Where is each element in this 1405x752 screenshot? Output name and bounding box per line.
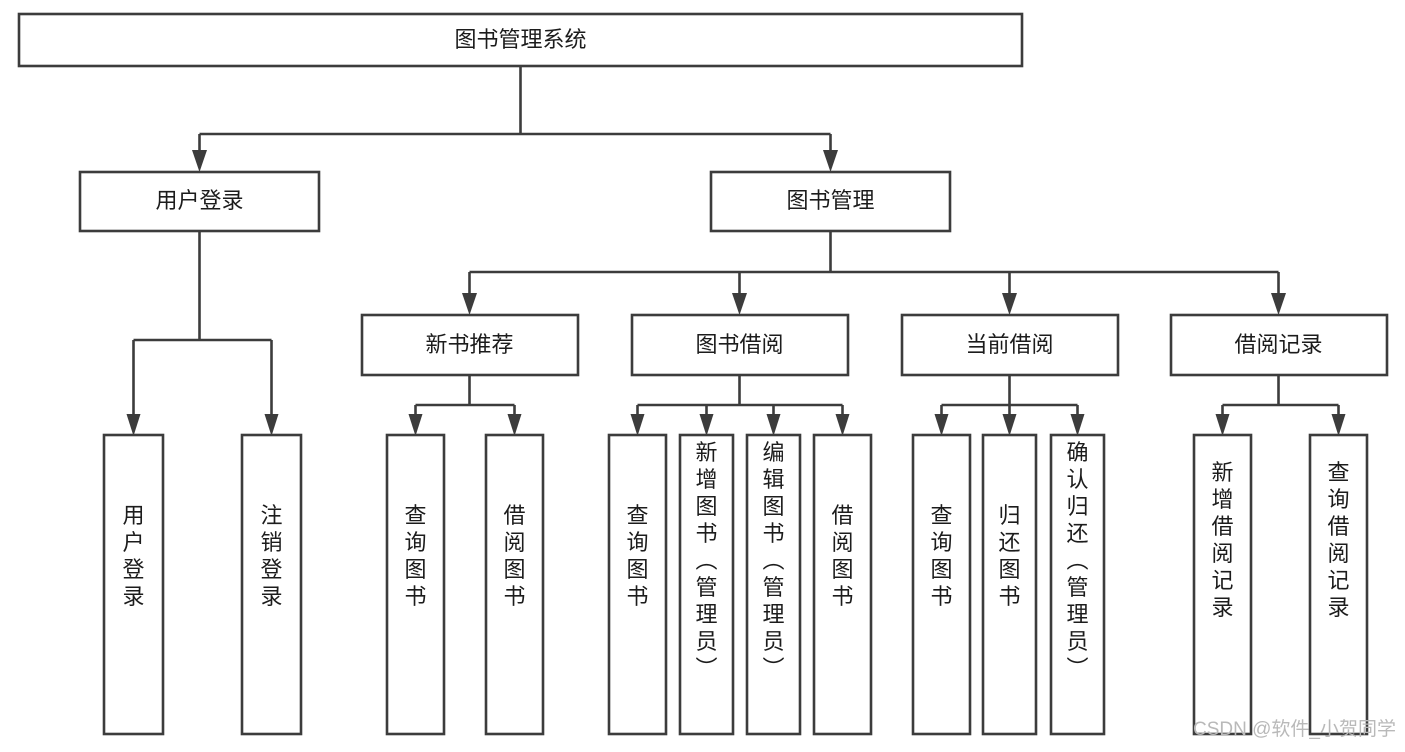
arrowhead-leaf-query-record <box>1331 414 1346 436</box>
node-leaf-user-login[interactable]: 用户登录 <box>102 433 165 736</box>
arrowhead-current-borrow <box>1002 293 1017 315</box>
arrowhead-leaf-return-book <box>1002 414 1017 436</box>
node-root-label: 图书管理系统 <box>454 27 586 52</box>
arrowhead-leaf-confirm-return <box>1070 414 1085 436</box>
arrowhead-leaf-borrow-book-2 <box>835 414 850 436</box>
node-book-manage-box[interactable] <box>709 170 952 233</box>
arrowhead-book-manage <box>823 150 838 172</box>
arrowhead-leaf-user-login <box>126 414 141 436</box>
node-root[interactable]: 图书管理系统 <box>17 12 1024 68</box>
arrowhead-book-borrow <box>732 293 747 315</box>
node-book-borrow-box[interactable] <box>630 313 850 377</box>
arrowhead-leaf-add-book <box>699 414 714 436</box>
node-leaf-borrow-book-1[interactable]: 借阅图书 <box>484 433 545 736</box>
arrowhead-leaf-add-record <box>1215 414 1230 436</box>
node-borrow-record-box[interactable] <box>1169 313 1389 377</box>
csdn-watermark: CSDN @软件_小贺同学 <box>1193 718 1396 740</box>
node-leaf-confirm-return-box[interactable] <box>1049 433 1106 736</box>
node-new-book-recommend[interactable]: 新书推荐 <box>360 313 580 377</box>
node-root-box[interactable] <box>17 12 1024 68</box>
arrowhead-leaf-user-logout <box>264 414 279 436</box>
node-leaf-borrow-book-2-box[interactable] <box>812 433 873 736</box>
node-leaf-query-record-box[interactable] <box>1308 433 1369 736</box>
node-leaf-query-book-3-label: 查询图书 <box>930 503 952 609</box>
node-user-login[interactable]: 用户登录 <box>78 170 321 233</box>
connector-layer <box>126 66 1346 436</box>
node-leaf-borrow-book-1-label: 借阅图书 <box>503 503 525 609</box>
arrowhead-leaf-edit-book <box>766 414 781 436</box>
node-current-borrow-label: 当前借阅 <box>965 332 1053 357</box>
node-leaf-add-record-box[interactable] <box>1192 433 1253 736</box>
arrowhead-leaf-query-book-1 <box>408 414 423 436</box>
node-leaf-query-book-2-box[interactable] <box>607 433 668 736</box>
node-leaf-confirm-return-label: 确认归还︵管理员︶ <box>1066 440 1088 681</box>
node-leaf-query-book-1-box[interactable] <box>385 433 446 736</box>
node-leaf-add-book[interactable]: 新增图书︵管理员︶ <box>678 433 735 736</box>
node-leaf-return-book-box[interactable] <box>981 433 1038 736</box>
node-leaf-query-book-3[interactable]: 查询图书 <box>911 433 972 736</box>
arrowhead-leaf-query-book-2 <box>630 414 645 436</box>
arrowhead-leaf-query-book-3 <box>934 414 949 436</box>
node-leaf-edit-book-box[interactable] <box>745 433 802 736</box>
node-leaf-return-book[interactable]: 归还图书 <box>981 433 1038 736</box>
node-leaf-query-record-label: 查询借阅记录 <box>1327 460 1349 620</box>
node-current-borrow-box[interactable] <box>900 313 1120 377</box>
node-book-manage-label: 图书管理 <box>786 188 874 213</box>
node-leaf-user-logout-box[interactable] <box>240 433 303 736</box>
node-leaf-borrow-book-2[interactable]: 借阅图书 <box>812 433 873 736</box>
arrowhead-user-login <box>192 150 207 172</box>
node-leaf-add-record[interactable]: 新增借阅记录 <box>1192 433 1253 736</box>
node-new-book-recommend-box[interactable] <box>360 313 580 377</box>
arrowhead-new-book-recommend <box>462 293 477 315</box>
node-user-login-box[interactable] <box>78 170 321 233</box>
node-leaf-query-book-2-label: 查询图书 <box>626 503 648 609</box>
node-borrow-record[interactable]: 借阅记录 <box>1169 313 1389 377</box>
node-leaf-add-book-label: 新增图书︵管理员︶ <box>695 440 717 681</box>
node-current-borrow[interactable]: 当前借阅 <box>900 313 1120 377</box>
node-leaf-add-record-label: 新增借阅记录 <box>1211 460 1233 620</box>
node-leaf-user-logout-label: 注销登录 <box>260 503 282 609</box>
arrowhead-leaf-borrow-book-1 <box>507 414 522 436</box>
node-leaf-user-login-box[interactable] <box>102 433 165 736</box>
node-leaf-edit-book[interactable]: 编辑图书︵管理员︶ <box>745 433 802 736</box>
node-book-borrow-label: 图书借阅 <box>695 332 783 357</box>
node-book-manage[interactable]: 图书管理 <box>709 170 952 233</box>
node-leaf-query-book-1-label: 查询图书 <box>404 503 426 609</box>
node-leaf-borrow-book-1-box[interactable] <box>484 433 545 736</box>
node-new-book-recommend-label: 新书推荐 <box>425 332 513 357</box>
node-leaf-confirm-return[interactable]: 确认归还︵管理员︶ <box>1049 433 1106 736</box>
node-leaf-query-book-3-box[interactable] <box>911 433 972 736</box>
node-leaf-query-book-2[interactable]: 查询图书 <box>607 433 668 736</box>
node-borrow-record-label: 借阅记录 <box>1234 332 1322 357</box>
node-leaf-user-login-label: 用户登录 <box>122 503 144 609</box>
node-leaf-return-book-label: 归还图书 <box>998 503 1020 609</box>
arrowhead-borrow-record <box>1271 293 1286 315</box>
node-leaf-edit-book-label: 编辑图书︵管理员︶ <box>762 440 784 681</box>
node-leaf-add-book-box[interactable] <box>678 433 735 736</box>
node-leaf-query-record[interactable]: 查询借阅记录 <box>1308 433 1369 736</box>
node-leaf-borrow-book-2-label: 借阅图书 <box>831 503 853 609</box>
node-book-borrow[interactable]: 图书借阅 <box>630 313 850 377</box>
node-user-login-label: 用户登录 <box>155 188 243 213</box>
node-leaf-user-logout[interactable]: 注销登录 <box>240 433 303 736</box>
node-leaf-query-book-1[interactable]: 查询图书 <box>385 433 446 736</box>
